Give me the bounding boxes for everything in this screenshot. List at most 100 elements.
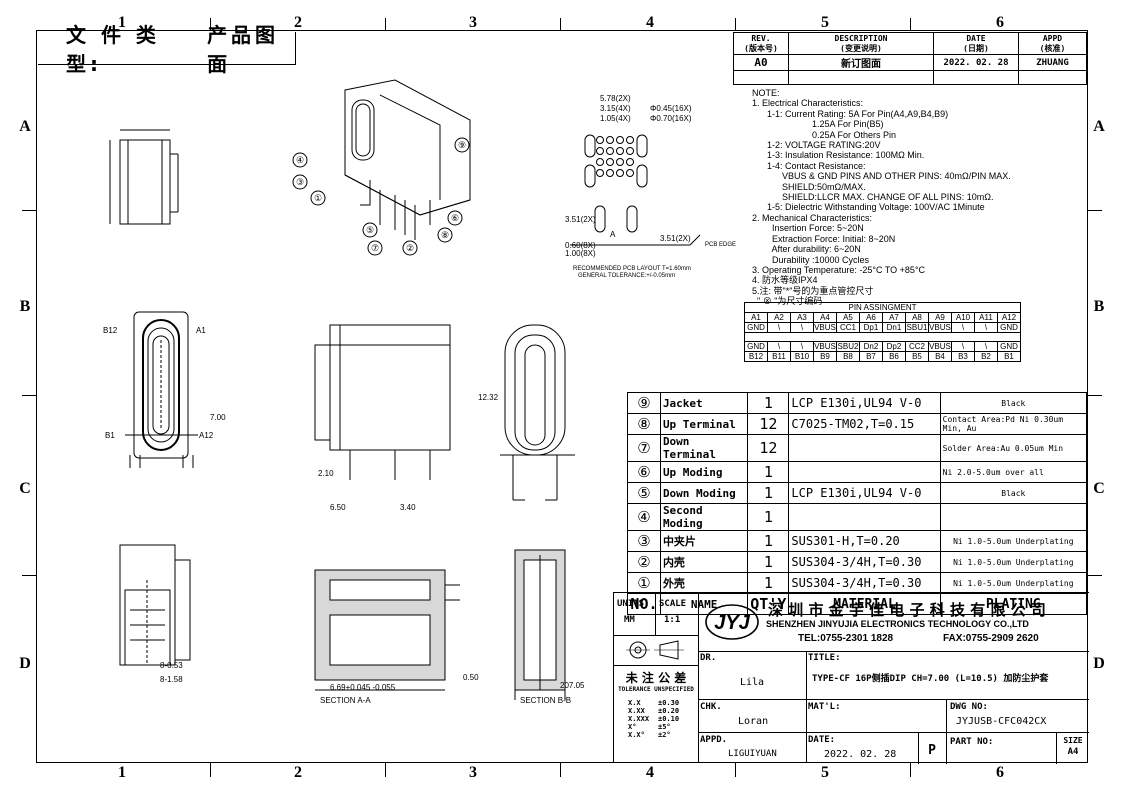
zone-row-b-right: B <box>1093 298 1105 315</box>
title-label: TITLE: <box>808 653 841 663</box>
bom-qty: 1 <box>747 530 790 552</box>
pcb-layout <box>570 134 701 246</box>
tolerance-row: X.XXX±0.10 <box>614 715 698 723</box>
pcb-hole <box>596 169 604 177</box>
section-b-label: SECTION B-B <box>520 696 571 705</box>
balloon-circle <box>367 240 383 256</box>
balloon-circle <box>292 174 308 190</box>
dr-value: Lila <box>740 677 765 688</box>
zone-col-2-top: 2 <box>294 14 302 31</box>
side-view-a <box>109 129 179 225</box>
balloon-label: ⑥ <box>451 213 459 223</box>
dim-0-50: 0.50 <box>463 673 479 682</box>
tolerance-key: X.X <box>628 699 641 707</box>
size-label: SIZE <box>1063 736 1083 745</box>
matl-label: MAT'L: <box>808 702 841 712</box>
tolerance-key: X.X° <box>628 731 645 739</box>
title-block: UNITS MM SCALE 1:1 未 注 公 差 TOLERANCE UNS… <box>613 592 1089 764</box>
dim-8-1-58: 8-1.58 <box>160 675 183 684</box>
balloon-label: ② <box>406 243 414 253</box>
balloon-label: ⑨ <box>458 140 466 150</box>
balloon-label: ④ <box>296 155 304 165</box>
appd-value: LIGUIYUAN <box>728 749 777 759</box>
balloon-label: ③ <box>296 177 304 187</box>
tolerance-row: X.XX±0.20 <box>614 707 698 715</box>
dwg-label: DWG NO: <box>950 702 988 712</box>
pcb-hole <box>616 158 624 166</box>
tolerance-row: X.X ±0.30 <box>614 699 698 707</box>
pcb-dim-2: 3.15(4X) <box>600 104 631 113</box>
tolerance-row: X°±5° <box>614 723 698 731</box>
pcb-hole <box>616 147 624 155</box>
pcb-hole <box>626 169 634 177</box>
zone-col-1-bottom: 1 <box>118 764 126 781</box>
dim-2-10: 2.10 <box>318 469 334 478</box>
appd-label: APPD. <box>700 735 728 745</box>
date-label: DATE: <box>808 735 836 745</box>
company-logo: JYJ <box>705 604 759 640</box>
pcb-hole <box>616 136 624 144</box>
dwg-value: JYJUSB-CFC042CX <box>956 716 1047 727</box>
balloon-circle <box>437 227 453 243</box>
bom-header-no: NO. <box>627 593 661 615</box>
isometric-view <box>344 79 471 240</box>
drawing-title: TYPE-CF 16P侧插DIP CH=7.00 (L=10.5) 加防尘护套 <box>812 674 1049 684</box>
bom-no: ④ <box>627 503 661 531</box>
zone-col-4-top: 4 <box>646 14 654 31</box>
bom-qty: 12 <box>747 434 790 462</box>
pin-cell: B1 <box>997 351 1021 362</box>
pcb-hole <box>626 158 634 166</box>
pcb-hole <box>606 136 614 144</box>
bom-material <box>788 503 941 531</box>
zone-row-d-left: D <box>19 655 31 672</box>
doc-type-label: 文 件 类 型: <box>66 23 160 76</box>
pcb-hole <box>626 147 634 155</box>
tolerance-value: ±2° <box>658 731 671 739</box>
balloon-circle <box>402 240 418 256</box>
pcb-dim-5: Φ0.70(16X) <box>650 114 692 123</box>
pin-b1-label: B1 <box>105 431 115 440</box>
balloon-circle <box>454 137 470 153</box>
front-view <box>125 311 198 468</box>
dim-6-50: 6.50 <box>330 503 346 512</box>
bottom-view <box>119 544 191 666</box>
units-label: UNITS <box>617 599 645 609</box>
zone-col-4-bottom: 4 <box>646 764 654 781</box>
balloon-label: ⑧ <box>441 230 449 240</box>
pcb-dim-10: 3.51(2X) <box>660 234 691 243</box>
section-b-view <box>514 549 566 700</box>
dim-8-0-53: 8-0.53 <box>160 661 183 670</box>
pcb-dim-3: 1.05(4X) <box>600 114 631 123</box>
bom-name: Down Terminal <box>659 434 749 462</box>
tolerance-value: ±0.30 <box>658 699 680 707</box>
zone-row-a-right: A <box>1093 118 1105 135</box>
zone-col-3-bottom: 3 <box>469 764 477 781</box>
zone-col-6-top: 6 <box>996 14 1004 31</box>
logo-text: JYJ <box>714 612 750 634</box>
zone-row-c-right: C <box>1093 480 1105 497</box>
company-tel: TEL:0755-2301 1828 <box>798 633 894 644</box>
notes-text: NOTE: 1. Electrical Characteristics: 1-1… <box>752 88 1011 307</box>
pcb-hole <box>596 136 604 144</box>
pcb-hole <box>606 147 614 155</box>
bom-header-name: NAME <box>659 593 749 615</box>
bom-qty: 12 <box>747 413 790 435</box>
chk-value: Loran <box>738 716 769 727</box>
pcb-hole <box>626 136 634 144</box>
part-label: PART NO: <box>950 737 994 747</box>
pin-a12-label: A12 <box>199 431 214 440</box>
bom-name: Jacket <box>659 392 749 414</box>
pin-cell: GND <box>997 322 1021 333</box>
bom-material: LCP E130i,UL94 V-0 <box>788 392 941 414</box>
dim-12-32: 12.32 <box>478 393 499 402</box>
scale-value: 1:1 <box>664 615 681 625</box>
pcb-dim-6: 3.51(2X) <box>565 215 596 224</box>
zone-col-6-bottom: 6 <box>996 764 1004 781</box>
balloon-circle <box>447 210 463 226</box>
pcb-dim-4: Φ0.45(16X) <box>650 104 692 113</box>
